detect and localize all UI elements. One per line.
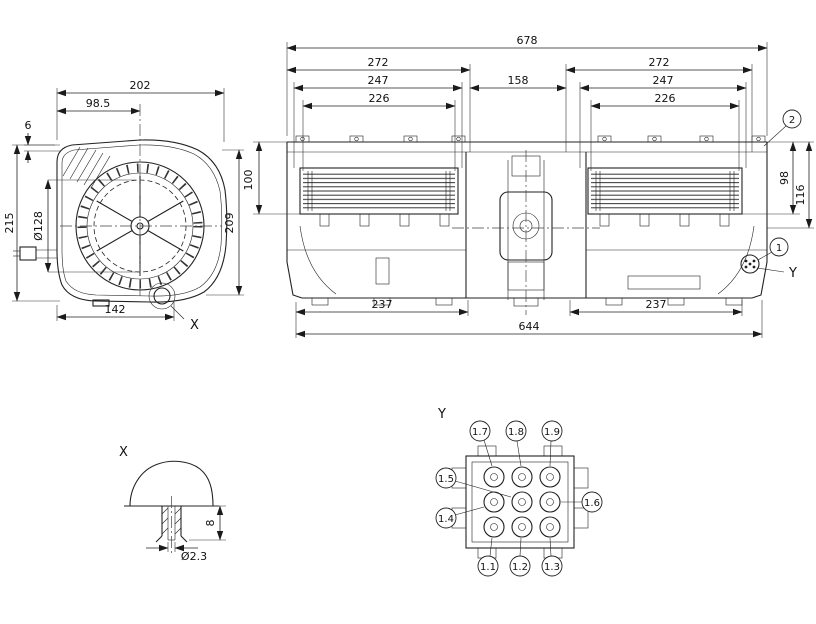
housing-bosses [319, 213, 730, 227]
dim-side-offset: 6 [24, 119, 60, 163]
front-view-assembly [286, 135, 768, 315]
svg-text:237: 237 [646, 298, 667, 311]
dim-front-bottom-right: 237 [569, 298, 743, 316]
svg-text:247: 247 [368, 74, 389, 87]
svg-text:1.1: 1.1 [480, 562, 496, 573]
outlet-slats [62, 146, 111, 189]
right-fan-roller [587, 167, 743, 215]
dim-front-left-inner: 247 [293, 74, 463, 168]
pin-callout-1-7: 1.7 [469, 420, 493, 467]
svg-text:202: 202 [130, 79, 151, 92]
center-motor-section [452, 150, 600, 315]
dim-impeller-diameter: Ø128 [32, 179, 136, 273]
detail-x-ref-label: X [190, 318, 199, 333]
svg-text:6: 6 [25, 119, 32, 132]
detail-y-title: Y [437, 407, 446, 422]
svg-text:644: 644 [519, 320, 540, 333]
dim-side-height-left: 215 [3, 144, 60, 302]
svg-text:226: 226 [655, 92, 676, 105]
dim-front-height-inlet: 100 [242, 141, 300, 215]
svg-text:1: 1 [776, 243, 782, 254]
svg-text:215: 215 [3, 213, 16, 234]
pin-callout-1-6: 1.6 [561, 491, 603, 513]
side-view-blower-housing [13, 104, 228, 307]
foot-grommet [153, 287, 171, 305]
cable-connector [13, 246, 57, 261]
svg-text:272: 272 [649, 56, 670, 69]
svg-text:98.5: 98.5 [86, 97, 111, 110]
mounting-feet-bottom [311, 297, 743, 306]
pin-callout-1-9: 1.9 [541, 420, 563, 467]
svg-text:142: 142 [105, 303, 126, 316]
svg-text:678: 678 [517, 34, 538, 47]
pin-callout-1-1: 1.1 [477, 537, 499, 577]
left-fan-roller [299, 167, 459, 215]
dim-side-height-right: 209 [206, 149, 244, 296]
detail-y-callout: Y [756, 266, 797, 281]
detail-x-part [124, 460, 219, 556]
connector-body [451, 445, 589, 559]
front-view: 2 1 Y 678 272 272 [242, 34, 814, 338]
svg-text:2: 2 [789, 115, 795, 126]
pin-callout-1-3: 1.3 [541, 537, 563, 577]
detail-y-ref-label: Y [788, 266, 797, 281]
detail-x-title: X [119, 445, 128, 460]
dim-detail-x-height: 8 [185, 505, 226, 541]
dim-front-right-flange: 272 [565, 56, 753, 152]
svg-text:1.8: 1.8 [508, 427, 524, 438]
svg-text:Ø2.3: Ø2.3 [181, 550, 207, 563]
cable-grommet [740, 254, 760, 274]
dim-front-center-gap: 158 [469, 74, 567, 92]
svg-text:1.7: 1.7 [472, 427, 488, 438]
svg-text:100: 100 [242, 170, 255, 191]
svg-text:116: 116 [794, 185, 807, 206]
dim-side-width-total: 202 [56, 79, 225, 142]
dim-front-bottom-total: 644 [295, 300, 763, 338]
dim-front-right-inner: 247 [579, 74, 747, 168]
dim-front-left-inlet: 226 [302, 92, 456, 171]
mounting-tabs-top [295, 135, 766, 143]
dim-front-left-flange: 272 [286, 56, 471, 152]
pin-callout-1-4: 1.4 [435, 506, 485, 529]
svg-text:98: 98 [778, 171, 791, 185]
svg-text:1.2: 1.2 [512, 562, 528, 573]
svg-text:1.9: 1.9 [544, 427, 560, 438]
svg-text:226: 226 [369, 92, 390, 105]
detail-y: Y 1.7 [435, 407, 603, 577]
svg-text:1.4: 1.4 [438, 514, 454, 525]
svg-text:1.3: 1.3 [544, 562, 560, 573]
mounting-foot [92, 299, 110, 307]
pin-callout-1-5: 1.5 [435, 467, 512, 498]
dim-side-width-to-center: 98.5 [56, 97, 141, 115]
side-view: X 202 98.5 6 215 [3, 79, 244, 333]
pin-callout-1-2: 1.2 [509, 537, 531, 577]
service-cutout-left [375, 257, 390, 285]
dim-front-height-total: 116 [767, 141, 814, 229]
detail-x-callout: X [148, 282, 199, 333]
dim-side-width-bottom: 142 [56, 302, 175, 321]
connector-pins [483, 466, 561, 538]
svg-text:247: 247 [653, 74, 674, 87]
svg-text:8: 8 [204, 520, 217, 527]
svg-text:Ø128: Ø128 [32, 211, 45, 241]
dim-front-right-inlet: 226 [590, 92, 740, 171]
pin-callout-1-8: 1.8 [505, 420, 527, 467]
svg-text:272: 272 [368, 56, 389, 69]
service-cutout-right [627, 275, 701, 290]
svg-text:1.6: 1.6 [584, 498, 600, 509]
svg-text:209: 209 [223, 213, 236, 234]
svg-text:1.5: 1.5 [438, 474, 454, 485]
detail-x: X 8 [119, 445, 226, 563]
dim-front-total-width: 678 [286, 34, 768, 136]
svg-text:158: 158 [508, 74, 529, 87]
callout-1: 1 [757, 237, 789, 261]
dim-front-bottom-left: 237 [295, 298, 469, 338]
dim-detail-x-hole: Ø2.3 [146, 542, 207, 563]
callout-2: 2 [763, 109, 802, 147]
svg-text:237: 237 [372, 298, 393, 311]
